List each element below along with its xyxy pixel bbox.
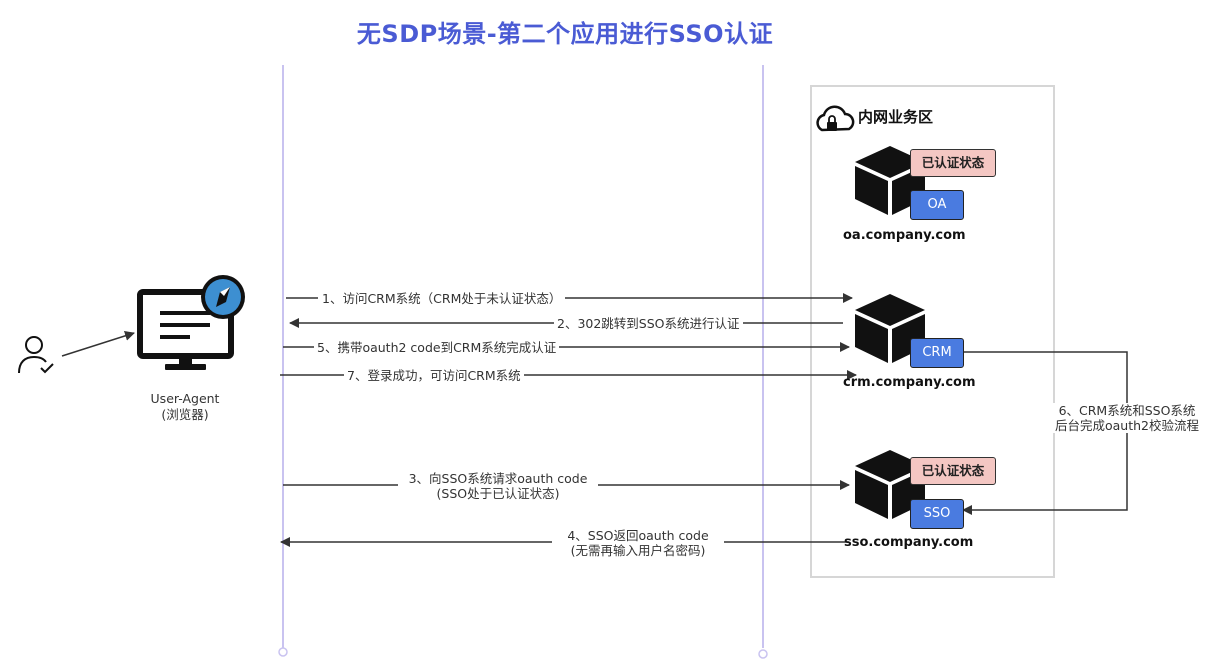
- user-icon: [18, 336, 54, 374]
- step-4-label-line1: 4、SSO返回oauth code: [567, 528, 709, 543]
- step-2-label: 2、302跳转到SSO系统进行认证: [554, 316, 743, 331]
- compass-icon: [201, 275, 245, 319]
- user-agent-name: User-Agent: [150, 391, 220, 406]
- diagram-title: 无SDP场景-第二个应用进行SSO认证: [356, 20, 774, 48]
- user-agent-label: User-Agent (浏览器): [130, 391, 240, 423]
- sso-badge: SSO: [910, 499, 964, 529]
- oa-server-cube-icon: [855, 146, 925, 215]
- step-1-label: 1、访问CRM系统（CRM处于未认证状态）: [318, 291, 566, 306]
- oa-badge: OA: [910, 190, 964, 220]
- step-6-label-line1: 6、CRM系统和SSO系统: [1058, 403, 1196, 418]
- crm-host-label: crm.company.com: [843, 375, 976, 390]
- step-6-label: 6、CRM系统和SSO系统 后台完成oauth2校验流程: [1050, 403, 1204, 433]
- cloud-lock-icon: [816, 105, 855, 132]
- step-7-label: 7、登录成功，可访问CRM系统: [344, 368, 524, 383]
- step-3-label-line2: (SSO处于已认证状态): [436, 486, 560, 501]
- step-3-label-line1: 3、向SSO系统请求oauth code: [408, 471, 588, 486]
- oa-status-badge: 已认证状态: [910, 149, 996, 177]
- lifeline-right-end: [758, 649, 768, 659]
- user-agent-sub: (浏览器): [161, 407, 209, 422]
- step-5-label: 5、携带oauth2 code到CRM系统完成认证: [314, 340, 560, 355]
- step-4-label-line2: (无需再输入用户名密码): [570, 543, 706, 558]
- arrow-user-to-agent: [61, 330, 135, 357]
- crm-badge: CRM: [910, 338, 964, 368]
- sso-status-badge: 已认证状态: [910, 457, 996, 485]
- lifeline-left-end: [278, 647, 288, 657]
- intranet-zone-title: 内网业务区: [858, 108, 934, 126]
- oa-host-label: oa.company.com: [843, 228, 966, 243]
- step-6-label-line2: 后台完成oauth2校验流程: [1054, 418, 1199, 433]
- sso-host-label: sso.company.com: [844, 535, 974, 550]
- step-4-label: 4、SSO返回oauth code (无需再输入用户名密码): [552, 528, 724, 558]
- step-3-label: 3、向SSO系统请求oauth code (SSO处于已认证状态): [398, 471, 598, 501]
